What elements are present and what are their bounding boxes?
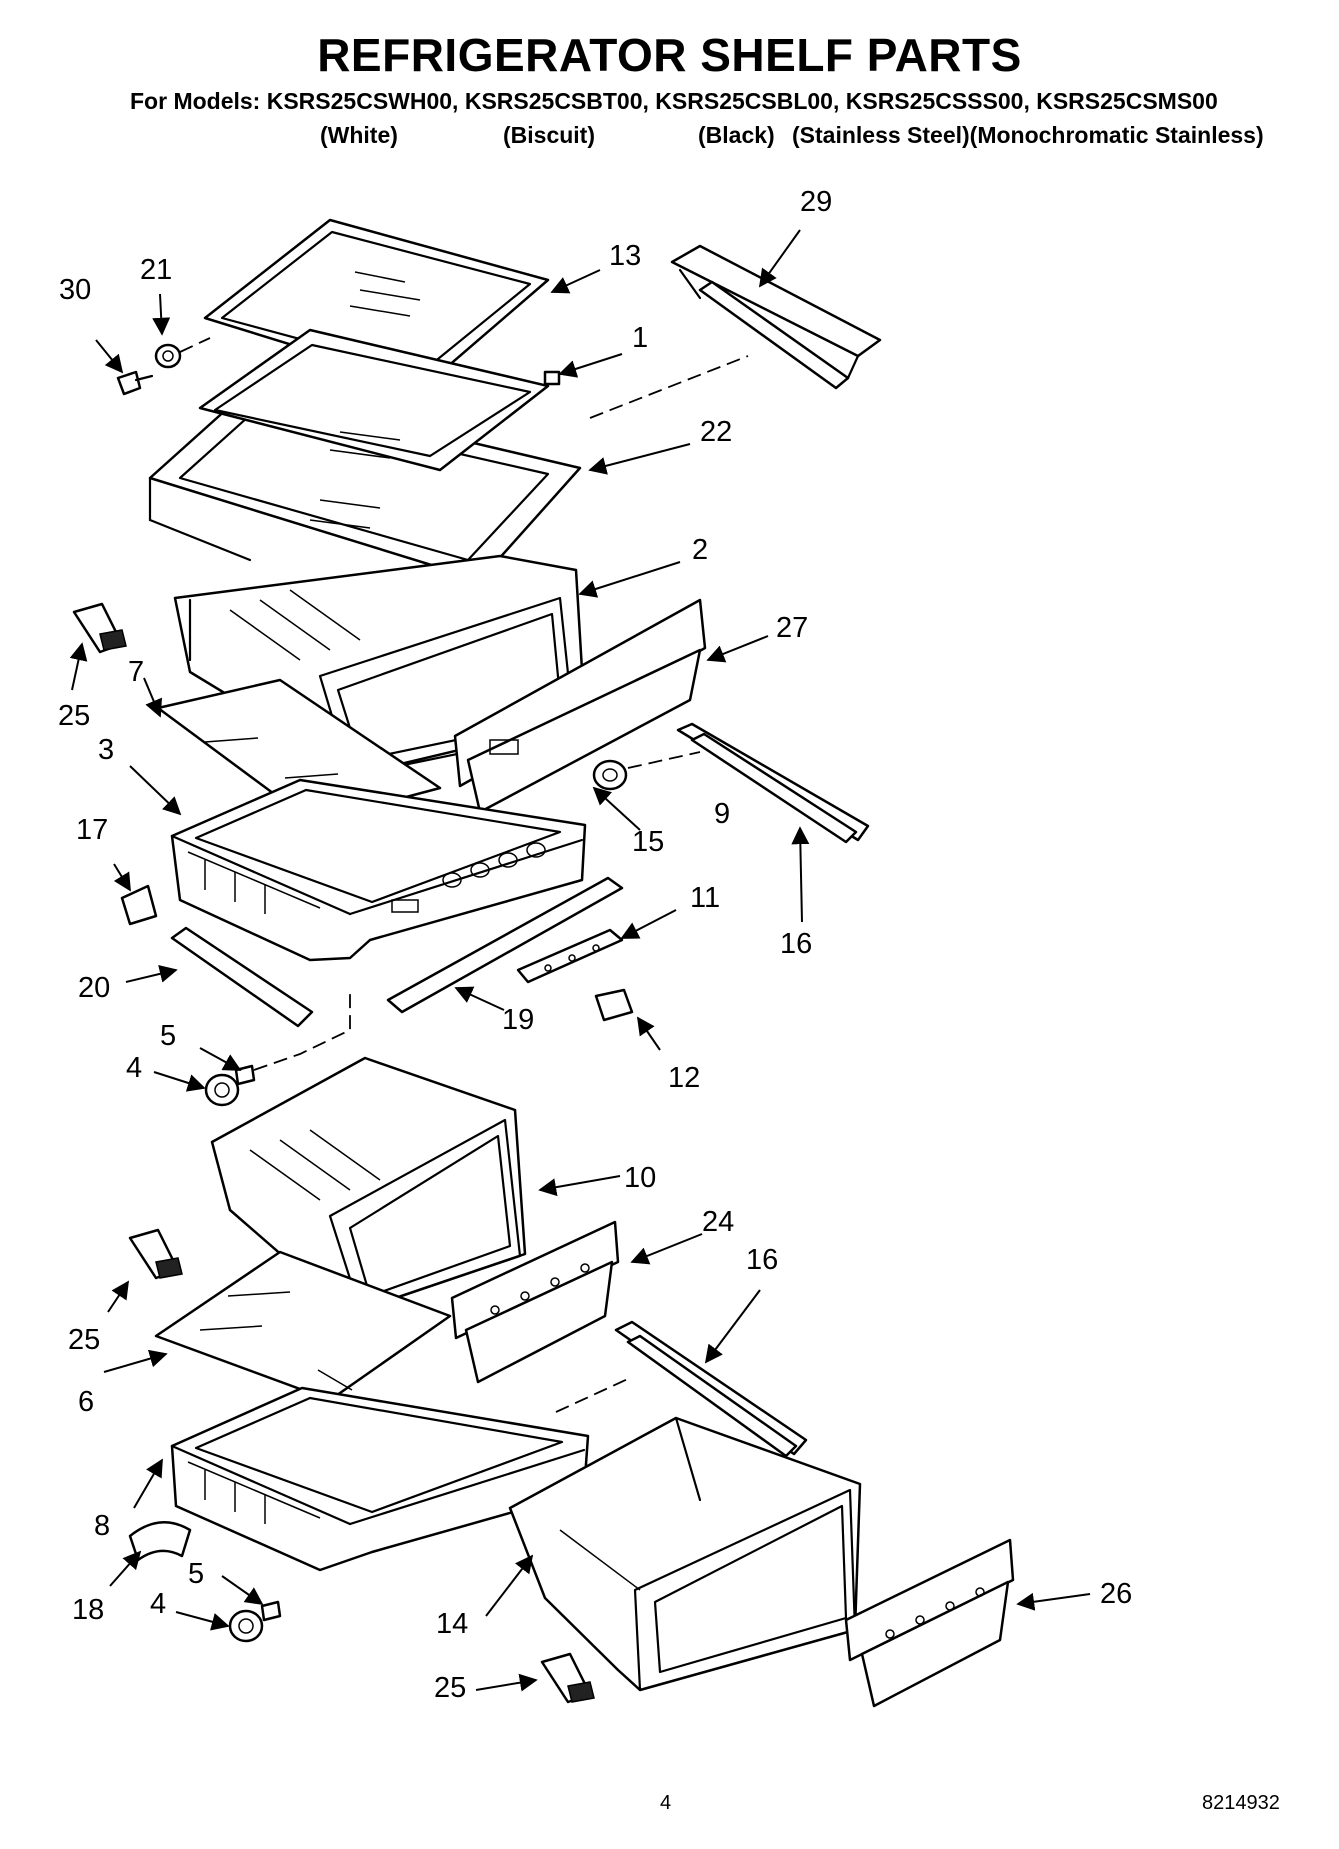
models-line: For Models: KSRS25CSWH00, KSRS25CSBT00, …	[130, 88, 1218, 114]
callout-20: 20	[78, 972, 111, 1004]
callout-14: 14	[436, 1608, 469, 1640]
part-20-bumper	[170, 926, 314, 1028]
part-16-slide-lower	[614, 1320, 808, 1458]
color-stainless: (Stainless Steel)(Monochromatic Stainles…	[792, 122, 1264, 148]
part-1-shelf-clip	[543, 370, 561, 386]
callout-18: 18	[72, 1594, 105, 1626]
document-number: 8214932	[1202, 1792, 1280, 1814]
callout-4-upper: 4	[126, 1052, 143, 1084]
part-7-glass	[156, 678, 442, 824]
callout-5-upper: 5	[160, 1020, 177, 1052]
callout-25-lower: 25	[434, 1672, 467, 1704]
part-27-drawer-front	[453, 598, 707, 814]
page-title: REFRIGERATOR SHELF PARTS	[317, 29, 1022, 81]
part-16-slide-upper	[676, 722, 870, 844]
part-25-foot-b	[128, 1228, 183, 1280]
part-4-wheel-lower	[228, 1609, 264, 1643]
callout-1: 1	[632, 322, 649, 354]
callout-leaders	[69, 229, 1091, 1692]
callout-6: 6	[78, 1386, 95, 1418]
color-biscuit: (Biscuit)	[503, 122, 595, 148]
part-5-screw-lower	[260, 1600, 282, 1622]
callout-16-upper: 16	[780, 928, 813, 960]
callout-2: 2	[692, 534, 709, 566]
callout-27: 27	[776, 612, 809, 644]
part-3-crisper-frame	[170, 778, 587, 962]
page-number: 4	[660, 1792, 672, 1814]
part-21-spacer	[154, 343, 182, 369]
color-white: (White)	[320, 122, 398, 148]
callout-8: 8	[94, 1510, 111, 1542]
part-29-rail	[670, 244, 882, 390]
part-6-glass	[154, 1250, 452, 1402]
callout-12: 12	[668, 1062, 701, 1094]
part-17-clip	[120, 884, 158, 926]
callout-21: 21	[140, 254, 173, 286]
callout-25-middle: 25	[68, 1324, 101, 1356]
color-black: (Black)	[698, 122, 775, 148]
part-15-bushing	[592, 759, 628, 791]
part-26-drawer-front	[844, 1538, 1015, 1708]
callout-19: 19	[502, 1004, 535, 1036]
part-11-bracket	[516, 928, 624, 984]
callout-30: 30	[59, 274, 92, 306]
callout-10: 10	[624, 1162, 657, 1194]
callout-7: 7	[128, 656, 145, 688]
callout-17: 17	[76, 814, 109, 846]
callout-15: 15	[632, 826, 665, 858]
part-25-foot-a	[72, 602, 127, 654]
part-24-drawer-front	[450, 1220, 620, 1384]
callout-22: 22	[700, 416, 733, 448]
callout-3: 3	[98, 734, 115, 766]
part-19-trim	[386, 876, 624, 1014]
part-10-crisper-drawer	[210, 1056, 527, 1312]
part-30-screw	[116, 370, 154, 396]
callout-9: 9	[714, 798, 731, 830]
part-8-crisper-frame	[170, 1386, 590, 1572]
callout-24: 24	[702, 1206, 735, 1238]
part-14-pan	[508, 1416, 862, 1692]
part-22-crisper-cover	[148, 328, 582, 582]
callout-26: 26	[1100, 1578, 1133, 1610]
callout-5-lower: 5	[188, 1558, 205, 1590]
part-4-wheel-upper	[204, 1073, 240, 1107]
callout-25-upper: 25	[58, 700, 91, 732]
part-12-stop	[594, 988, 634, 1022]
callout-4-lower: 4	[150, 1588, 167, 1620]
callout-16-lower: 16	[746, 1244, 779, 1276]
callout-11: 11	[690, 882, 721, 914]
part-18-clip	[128, 1521, 192, 1562]
part-25-foot-c	[540, 1652, 595, 1704]
callout-13: 13	[609, 240, 642, 272]
callout-29: 29	[800, 186, 833, 218]
